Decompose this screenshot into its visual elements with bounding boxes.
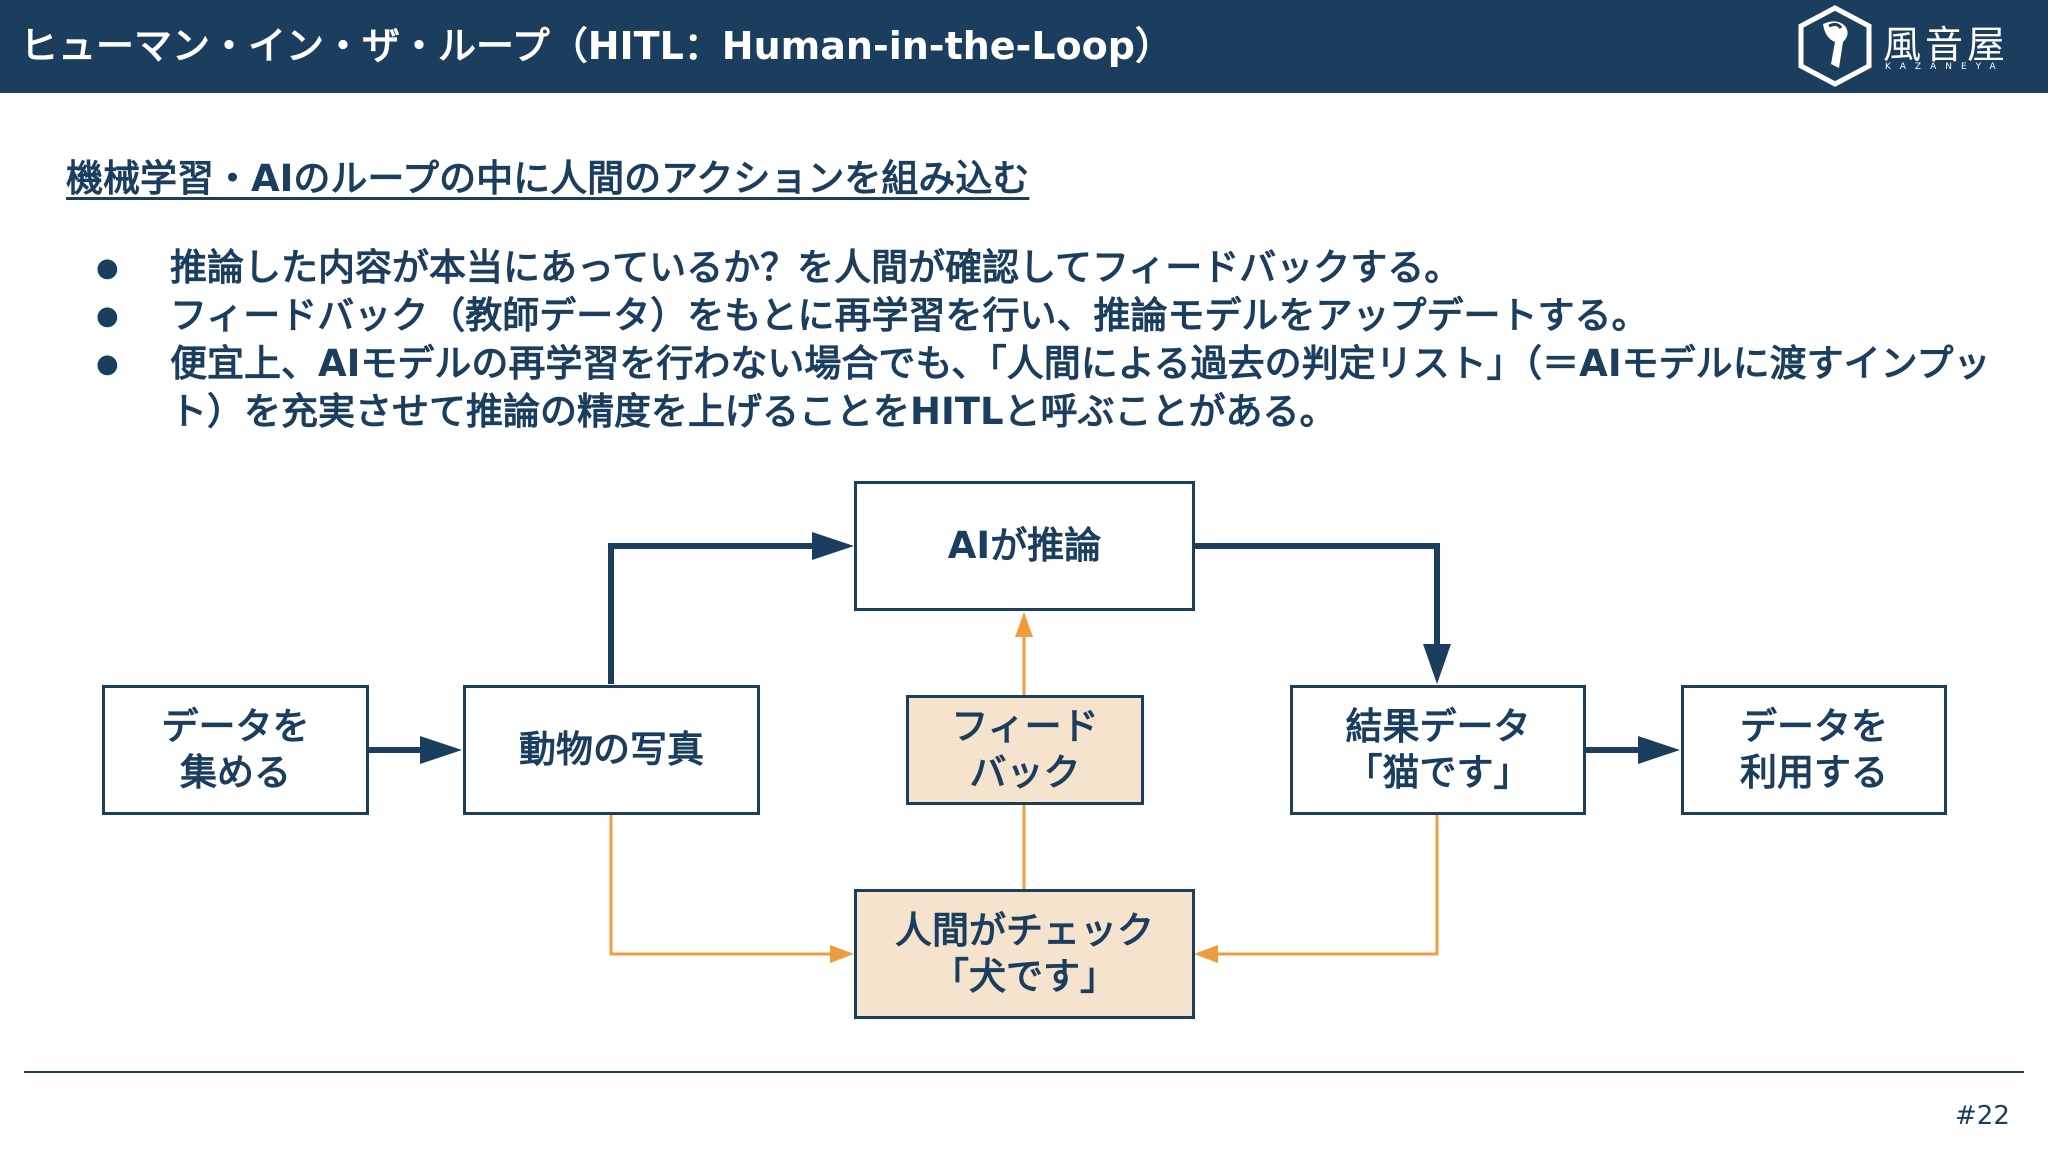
logo-mark-icon xyxy=(1798,5,1872,87)
footer-divider xyxy=(24,1071,2024,1073)
page-title: ヒューマン・イン・ザ・ループ（HITL：Human-in-the-Loop） xyxy=(20,24,1173,68)
box-ai-inference: AIが推論 xyxy=(854,481,1195,611)
box-human-check: 人間がチェック 「犬です」 xyxy=(854,889,1195,1019)
bullet-list: 推論した内容が本当にあっているか？を人間が確認してフィードバックする。 フィード… xyxy=(96,244,1996,436)
bullet-item: フィードバック（教師データ）をもとに再学習を行い、推論モデルをアップデートする。 xyxy=(96,292,1996,340)
kazaneya-logo: 風音屋 KAZANEYA xyxy=(1793,4,2023,88)
header-bar: ヒューマン・イン・ザ・ループ（HITL：Human-in-the-Loop） 風… xyxy=(0,0,2048,93)
box-collect-data: データを 集める xyxy=(102,685,369,815)
logo-subtext: KAZANEYA xyxy=(1885,62,2005,72)
page-number: #22 xyxy=(1955,1101,2010,1131)
box-animal-photo: 動物の写真 xyxy=(463,685,760,815)
arrow-infer-to-result xyxy=(1194,543,1451,684)
arrow-result-to-human xyxy=(1194,814,1439,963)
bullet-item: 推論した内容が本当にあっているか？を人間が確認してフィードバックする。 xyxy=(96,244,1996,292)
arrow-result-to-use xyxy=(1585,736,1680,764)
arrow-feedback-to-infer xyxy=(1015,612,1033,695)
box-use-data: データを 利用する xyxy=(1681,685,1947,815)
arrow-photo-to-human xyxy=(609,814,854,963)
section-subtitle: 機械学習・AIのループの中に人間のアクションを組み込む xyxy=(66,157,1030,200)
arrow-collect-to-photo xyxy=(368,736,462,764)
box-result-data: 結果データ 「猫です」 xyxy=(1290,685,1586,815)
box-feedback: フィード バック xyxy=(906,695,1144,805)
arrow-photo-to-infer xyxy=(608,532,854,684)
logo-text: 風音屋 xyxy=(1883,23,2010,67)
bullet-item: 便宜上、AIモデルの再学習を行わない場合でも、「人間による過去の判定リスト」（＝… xyxy=(96,340,1996,436)
